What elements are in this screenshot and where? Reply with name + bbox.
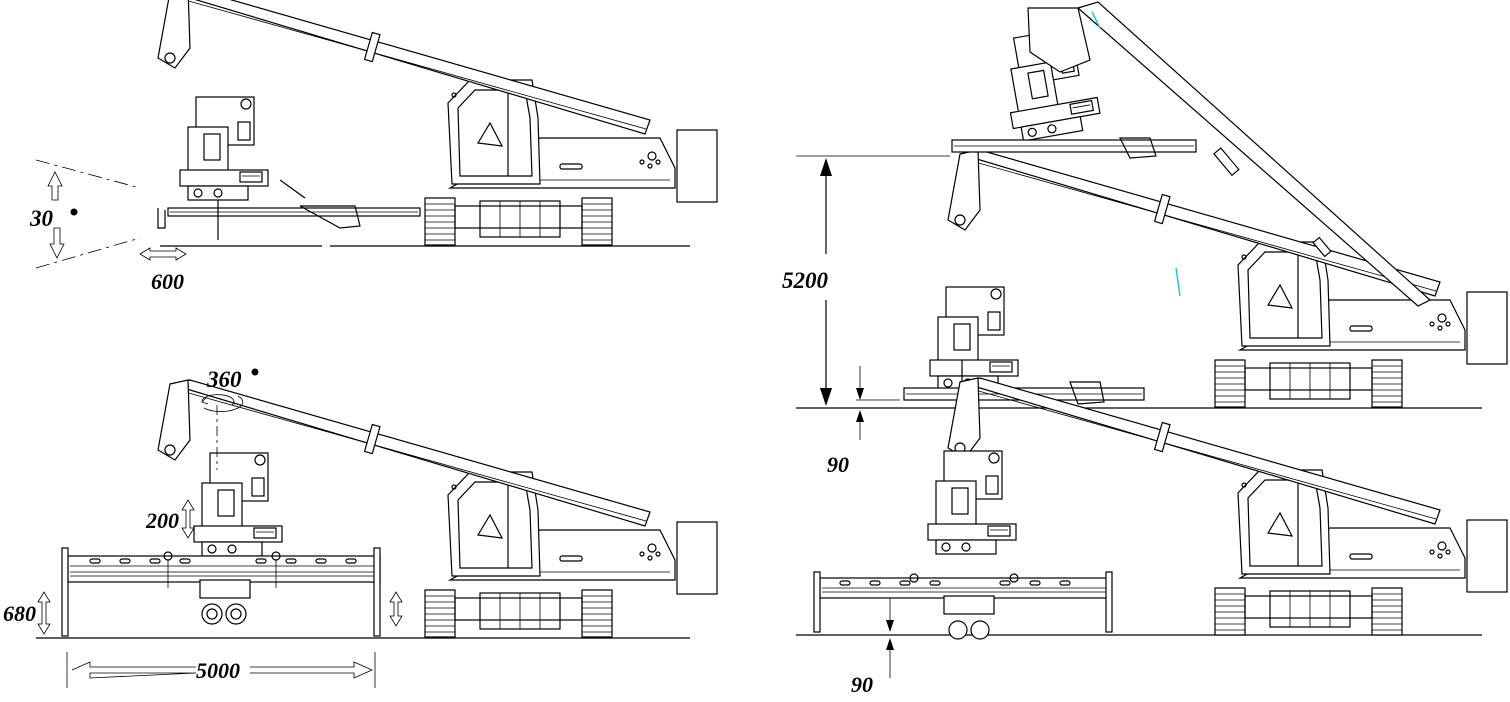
degree-dot [70,208,78,216]
view-lift [796,1,1508,440]
side-shift-label: 600 [151,269,184,294]
rotation-degree-dot [251,368,259,376]
view-tilt [35,0,718,269]
leg-height-label: 680 [3,601,36,626]
view-ground [796,377,1508,678]
bottom-clearance-label: 90 [851,672,873,697]
vertical-travel-label: 200 [145,508,179,533]
tilt-angle-label: 30 [29,206,54,231]
rotation-label: 360 [206,367,242,392]
beam-width-label: 5000 [196,658,240,683]
view-rotate [36,379,718,688]
low-clearance-label: 90 [827,452,849,477]
lift-height-label: 5200 [782,268,829,293]
